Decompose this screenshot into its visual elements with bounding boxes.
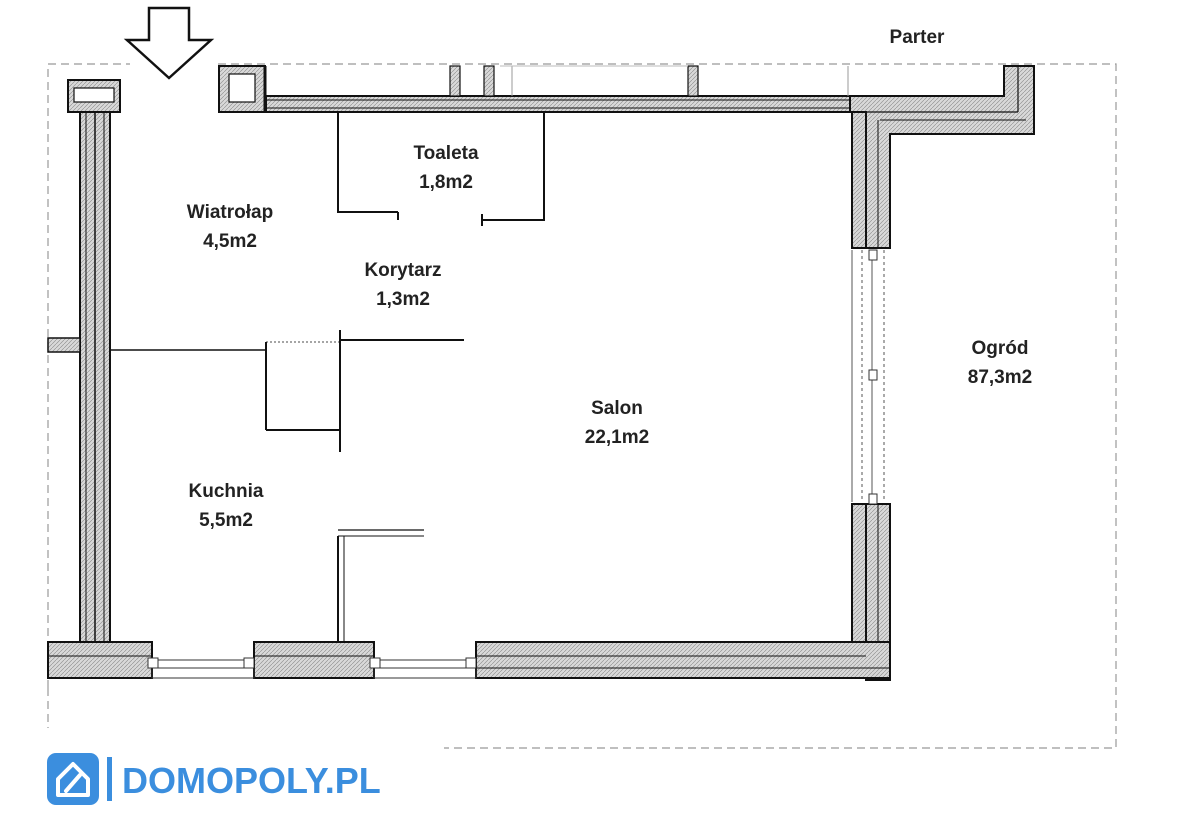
room-name: Wiatrołap [187, 202, 273, 223]
house-logo-icon [47, 753, 99, 805]
room-ogrod: Ogród 87,3m2 [968, 338, 1032, 388]
bottom-windows [147, 657, 477, 679]
brand-logo: DOMOPOLY.PL [47, 753, 381, 805]
brand-name: DOMOPOLY.PL [122, 760, 381, 801]
left-wall [47, 79, 121, 678]
top-wall [218, 65, 851, 113]
room-area: 22,1m2 [585, 427, 649, 448]
room-salon: Salon 22,1m2 [585, 398, 649, 448]
room-area: 4,5m2 [203, 231, 257, 252]
right-wall [851, 111, 891, 681]
room-name: Korytarz [364, 260, 441, 281]
corner-wall-top-right [849, 65, 1035, 249]
interior-walls [110, 112, 545, 642]
room-name: Ogród [972, 338, 1029, 359]
room-korytarz: Korytarz 1,3m2 [364, 260, 441, 310]
room-area: 87,3m2 [968, 367, 1032, 388]
room-wiatrolap: Wiatrołap 4,5m2 [187, 202, 273, 252]
down-arrow-icon [123, 6, 215, 80]
room-area: 1,8m2 [419, 172, 473, 193]
room-toaleta: Toaleta 1,8m2 [413, 143, 479, 193]
room-kuchnia: Kuchnia 5,5m2 [189, 481, 264, 531]
east-glazing [851, 249, 885, 505]
bottom-wall [47, 641, 891, 679]
room-name: Kuchnia [189, 481, 264, 502]
room-area: 1,3m2 [376, 289, 430, 310]
room-name: Salon [591, 398, 643, 419]
plot-boundary [47, 63, 1117, 749]
room-area: 5,5m2 [199, 510, 253, 531]
floor-title: Parter [890, 27, 946, 48]
room-name: Toaleta [413, 143, 479, 164]
